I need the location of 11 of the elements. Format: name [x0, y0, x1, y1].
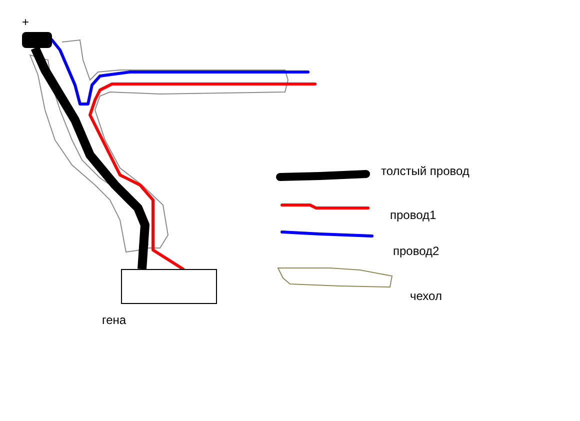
wire [50, 38, 310, 106]
node-caption: + [22, 16, 30, 28]
node-caption: гена [102, 314, 126, 326]
wire [30, 46, 150, 270]
legend-label: толстый провод [381, 163, 470, 179]
legend-label: провод1 [390, 207, 436, 223]
terminal-block [22, 32, 52, 48]
device-box [121, 269, 217, 304]
legend-label: провод2 [393, 243, 440, 259]
wire [88, 82, 316, 270]
legend-label: чехол [410, 288, 442, 304]
